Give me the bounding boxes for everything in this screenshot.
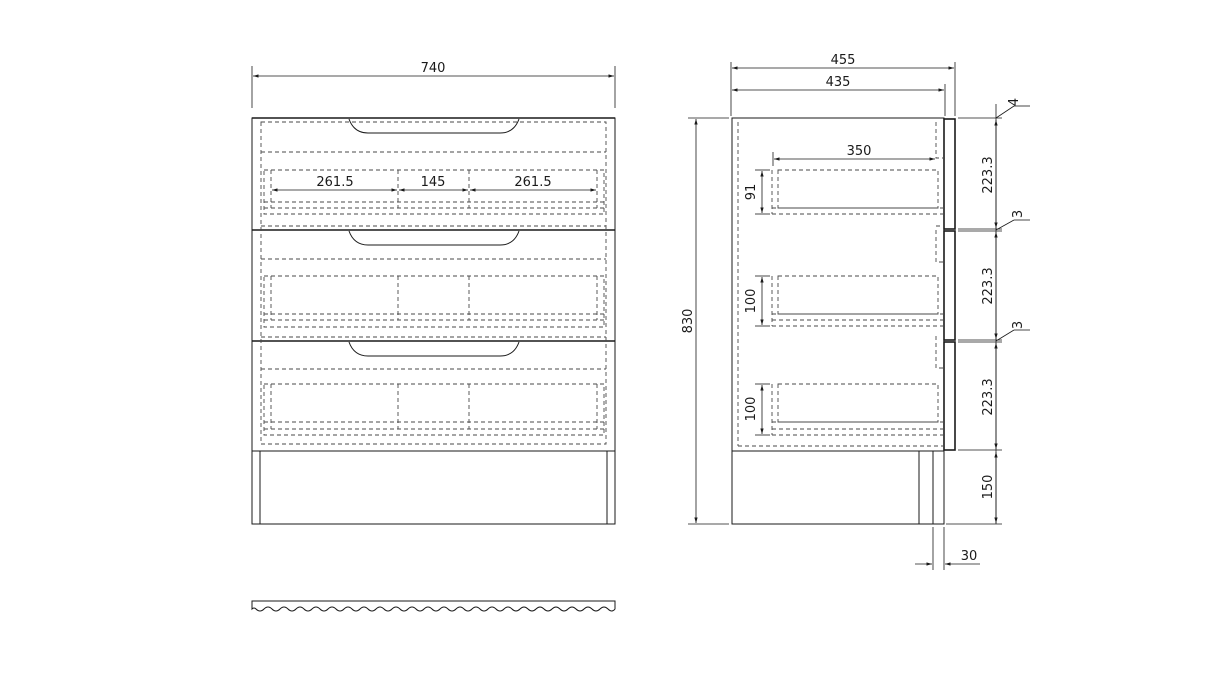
- drawer-box-2: [263, 275, 605, 328]
- dim-label-150: 150: [981, 475, 996, 500]
- dim-label-gap-3-a: 3: [1011, 210, 1026, 218]
- side-front-3: [943, 341, 956, 451]
- dim-label-100-a: 100: [744, 289, 759, 314]
- dim-drawer-inner-widths: 261.5 145 261.5: [272, 175, 596, 192]
- front-view: 740: [251, 61, 616, 525]
- drawer-box-3: [263, 383, 605, 436]
- dim-front-chain: 223.3 223.3 223.3 150 4 3 3: [946, 98, 1030, 525]
- dim-label-435: 435: [826, 75, 851, 90]
- dim-label-830: 830: [681, 309, 696, 334]
- top-view: [251, 600, 616, 612]
- dim-label-261-5-right: 261.5: [514, 175, 551, 190]
- side-drawer-1: [771, 169, 944, 215]
- side-front-2: [943, 230, 956, 341]
- dim-drawer-heights: 91 100 100: [744, 169, 770, 436]
- side-carcass-outline: [731, 117, 945, 525]
- side-front-1: [943, 118, 956, 230]
- dim-side-height: 830: [681, 117, 729, 525]
- carcass-hidden: [260, 121, 607, 445]
- side-view: 455 435 830: [681, 53, 1030, 570]
- dim-label-30: 30: [961, 549, 978, 564]
- dim-label-100-b: 100: [744, 397, 759, 422]
- dim-drawer-depth: 350: [772, 144, 935, 166]
- dim-label-261-5-left: 261.5: [316, 175, 353, 190]
- dim-label-740: 740: [421, 61, 446, 76]
- dim-label-gap-4: 4: [1007, 98, 1022, 106]
- drawer-handle-2: [348, 230, 520, 246]
- drawer-handle-1: [348, 118, 520, 134]
- dim-label-91: 91: [744, 184, 759, 201]
- dim-label-223-3-b: 223.3: [981, 267, 996, 304]
- dim-label-gap-3-b: 3: [1011, 321, 1026, 329]
- side-drawer-3: [771, 383, 944, 436]
- dim-side-depths: 455 435: [730, 53, 956, 116]
- dim-front-width: 740: [251, 61, 616, 108]
- dim-label-223-3-a: 223.3: [981, 156, 996, 193]
- dim-label-145: 145: [421, 175, 446, 190]
- dim-label-223-3-c: 223.3: [981, 378, 996, 415]
- drawer-handle-3: [348, 341, 520, 357]
- dim-plinth-recess: 30: [915, 527, 980, 570]
- side-drawer-2: [771, 275, 944, 327]
- dim-label-350: 350: [847, 144, 872, 159]
- dim-label-455: 455: [831, 53, 856, 68]
- top-view-outline: [251, 600, 616, 612]
- drawer-box-1: [263, 169, 605, 215]
